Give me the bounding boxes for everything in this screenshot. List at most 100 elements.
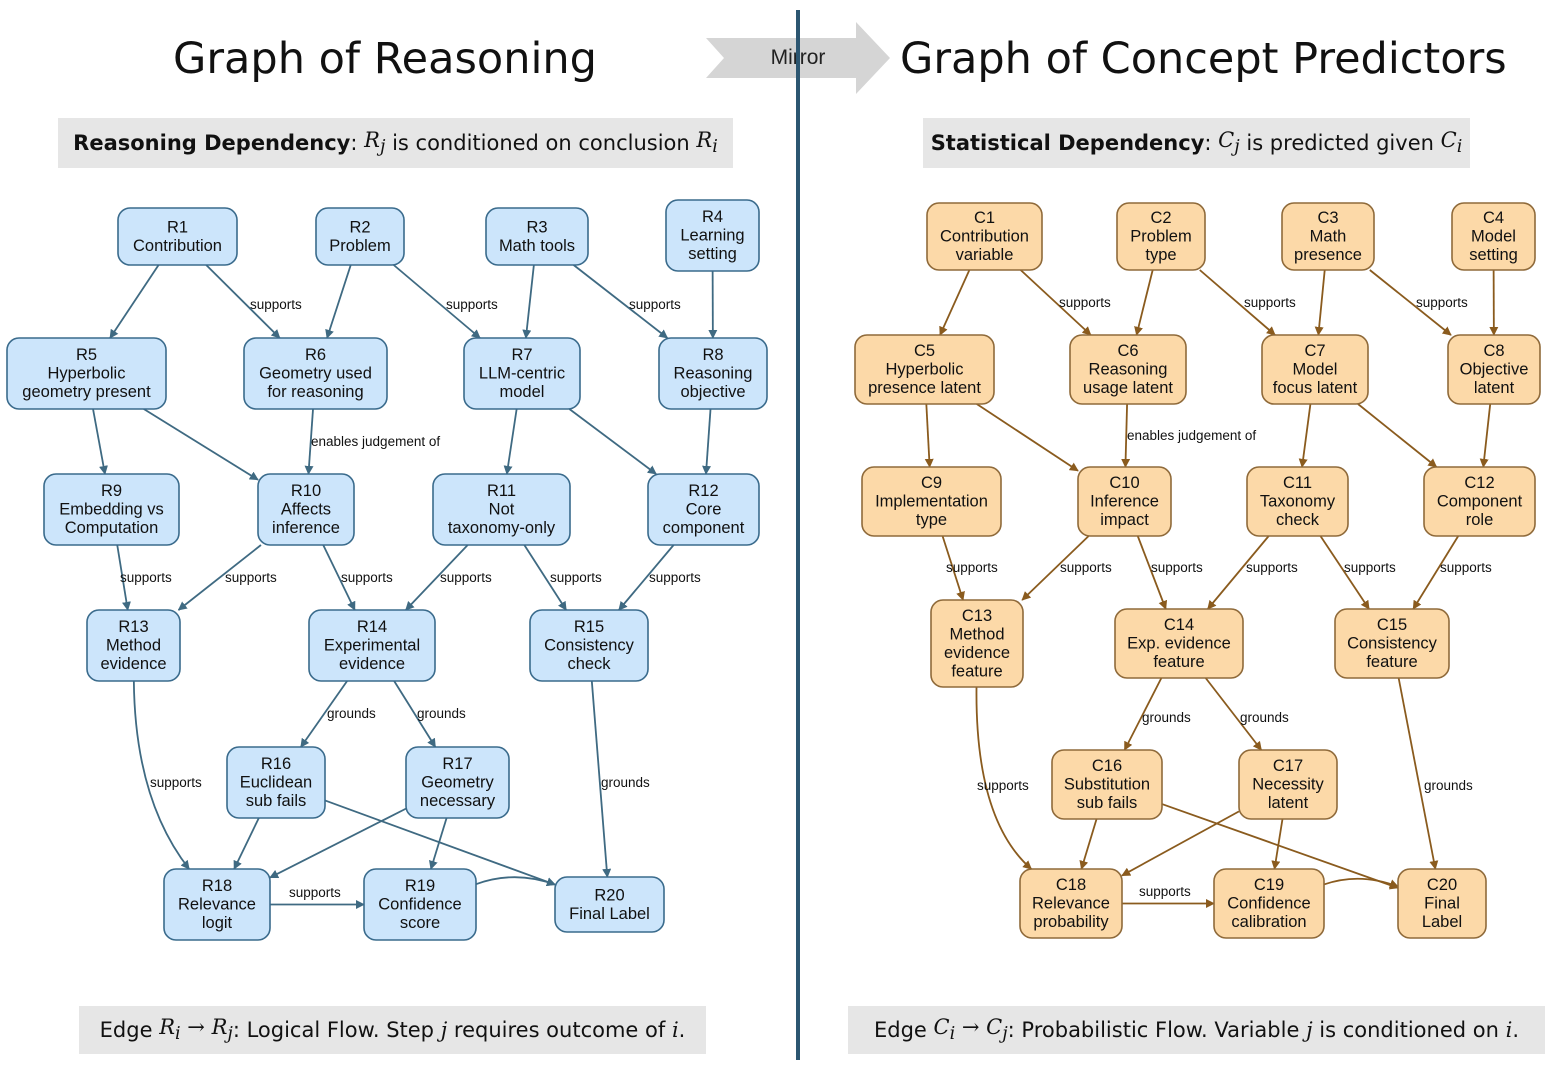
node-c12-line-2: role: [1466, 511, 1494, 529]
edge-r14-r16: [300, 680, 348, 748]
edge-r11-r14: [405, 544, 469, 611]
node-r16-line-0: R16: [261, 755, 291, 773]
edge-label-r1-r6: supports: [250, 297, 302, 312]
node-c15-line-2: feature: [1366, 653, 1417, 671]
edge-c3-c7: [1314, 269, 1326, 336]
edge-c3-c8: [1369, 269, 1452, 336]
edge-c1-c6: [1020, 269, 1092, 336]
node-c17-line-2: latent: [1268, 794, 1309, 812]
node-c15-line-1: Consistency: [1347, 635, 1438, 653]
node-c14-line-2: feature: [1153, 653, 1204, 671]
node-r10-line-1: Affects: [281, 501, 331, 519]
node-r8-line-1: Reasoning: [674, 365, 753, 383]
node-c8-line-2: latent: [1474, 379, 1515, 397]
node-c20-line-0: C20: [1427, 876, 1457, 894]
right-nodes: C1ContributionvariableC2ProblemtypeC3Mat…: [854, 202, 1541, 939]
edge-label-c10-c13: supports: [1060, 560, 1112, 575]
edge-r7-r11: [503, 408, 518, 475]
edge-label-r6-r10: enables judgement of: [311, 434, 440, 449]
node-r13-line-1: Method: [106, 637, 161, 655]
edge-label-c14-c16: grounds: [1142, 710, 1191, 725]
node-c10-line-0: C10: [1109, 474, 1139, 492]
node-c11-line-0: C11: [1283, 474, 1312, 492]
edge-c10-c13: [1021, 535, 1090, 601]
node-c2-line-0: C2: [1150, 209, 1171, 227]
left-subtitle-var-b: Ri: [696, 128, 718, 158]
node-r7-line-2: model: [500, 383, 545, 401]
edge-r13-r18: [132, 680, 190, 870]
left-subtitle-bold: Reasoning Dependency: [73, 131, 351, 155]
node-c13-line-0: C13: [962, 607, 992, 625]
right-subtitle: Statistical Dependency: Cj is predicted …: [923, 118, 1470, 168]
edge-r14-r17: [393, 680, 437, 748]
node-r4-line-0: R4: [702, 208, 723, 226]
node-c1-line-1: Contribution: [940, 228, 1029, 246]
node-c12-line-1: Component: [1437, 493, 1523, 511]
edge-r12-r15: [618, 544, 675, 611]
node-c20-line-2: Label: [1422, 913, 1462, 931]
edge-label-c3-c8: supports: [1416, 295, 1468, 310]
edge-r3-r7: [522, 264, 535, 339]
edge-r6-r10: [304, 408, 314, 475]
node-r12-line-1: Core: [686, 501, 722, 519]
edge-r11-r15: [523, 544, 567, 611]
edge-c10-c14: [1136, 535, 1168, 610]
edge-label-c15-c20: grounds: [1424, 778, 1473, 793]
node-r13-line-0: R13: [118, 618, 148, 636]
node-c4-line-2: setting: [1469, 246, 1518, 264]
edge-r2-r7: [393, 264, 481, 339]
node-c1-line-0: C1: [974, 209, 995, 227]
edge-label-c13-c18: supports: [977, 778, 1029, 793]
node-r18-line-1: Relevance: [178, 896, 256, 914]
edge-r17-r18: [269, 807, 407, 879]
edge-c8-c12: [1479, 403, 1492, 468]
edge-label-r12-r15: supports: [649, 570, 701, 585]
node-c9-line-2: type: [916, 511, 947, 529]
edge-r15-r20: [590, 680, 612, 878]
node-c14-line-1: Exp. evidence: [1127, 635, 1231, 653]
left-footer: Edge Ri → Rj: Logical Flow. Step j requi…: [79, 1006, 706, 1054]
node-r15-line-0: R15: [574, 618, 604, 636]
edge-c7-c12: [1357, 403, 1438, 468]
node-c13-line-1: Method: [949, 625, 1004, 643]
node-c19-line-2: calibration: [1231, 913, 1306, 931]
edge-label-c10-c14: supports: [1151, 560, 1203, 575]
node-r19-line-1: Confidence: [378, 896, 461, 914]
node-r5-line-2: geometry present: [22, 383, 151, 401]
node-c19-line-0: C19: [1254, 876, 1284, 894]
edge-c5-c10: [976, 403, 1079, 472]
edge-label-r15-r20: grounds: [601, 775, 650, 790]
node-c3-line-1: Math: [1310, 228, 1347, 246]
node-c11-line-2: check: [1276, 511, 1320, 529]
node-r18-line-2: logit: [202, 914, 233, 932]
edge-c16-c18: [1079, 818, 1098, 870]
vertical-divider: [796, 10, 800, 1060]
node-r17-line-0: R17: [442, 755, 472, 773]
node-r5-line-1: Hyperbolic: [48, 365, 126, 383]
node-r18-line-0: R18: [202, 877, 232, 895]
node-c8-line-0: C8: [1483, 342, 1504, 360]
node-r10-line-0: R10: [291, 482, 321, 500]
node-r6-line-1: Geometry used: [259, 365, 372, 383]
right-subtitle-var-a: Cj: [1218, 128, 1240, 158]
node-c10-line-1: Inference: [1090, 493, 1159, 511]
node-r9-line-1: Embedding vs: [59, 501, 164, 519]
node-c17-line-0: C17: [1273, 757, 1303, 775]
